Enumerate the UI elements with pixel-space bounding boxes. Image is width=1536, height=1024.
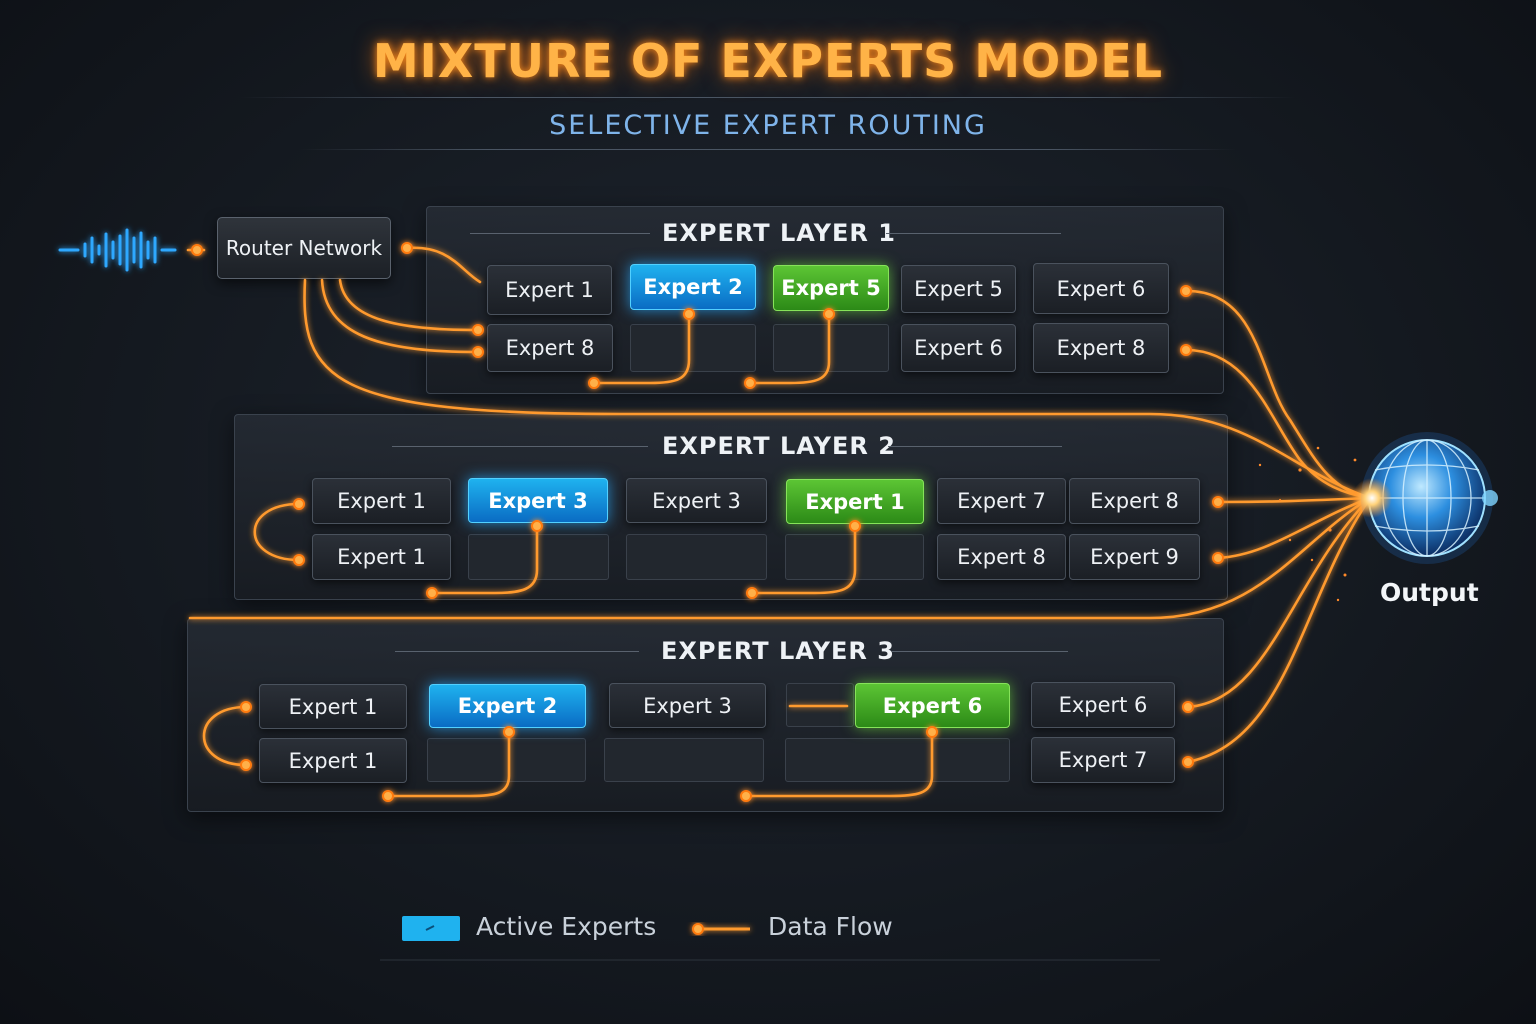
- layer-1-expert[interactable]: Expert 5: [901, 265, 1016, 313]
- page-title: MIXTURE OF EXPERTS MODEL: [372, 34, 1164, 88]
- layer-2-expert[interactable]: Expert 9: [1069, 534, 1200, 580]
- legend-active-label: Active Experts: [476, 912, 657, 941]
- layer-1-expert[interactable]: Expert 1: [487, 265, 612, 315]
- router-network-node[interactable]: Router Network: [217, 217, 391, 279]
- layer-3-expert[interactable]: Expert 7: [1031, 737, 1175, 783]
- layer-2-expert[interactable]: Expert 8: [937, 534, 1066, 580]
- layer-1-title-rule-right: [886, 233, 1061, 234]
- layer-3-expert[interactable]: Expert 1: [259, 738, 407, 783]
- layer-2-expert[interactable]: Expert 1: [312, 534, 451, 580]
- empty-slot: [427, 738, 586, 782]
- layer-1-expert[interactable]: Expert 8: [487, 324, 613, 372]
- layer-1-active-expert[interactable]: Expert 5: [773, 265, 889, 311]
- layer-1-expert[interactable]: Expert 6: [1033, 263, 1169, 314]
- empty-slot: [773, 324, 889, 372]
- layer-2-title: EXPERT LAYER 2: [662, 432, 896, 460]
- layer-2-expert[interactable]: Expert 7: [937, 478, 1066, 524]
- layer-1-active-expert[interactable]: Expert 2: [630, 264, 756, 310]
- page-subtitle: SELECTIVE EXPERT ROUTING: [549, 110, 987, 141]
- subtitle-divider: [300, 149, 1236, 150]
- empty-slot: [626, 534, 767, 580]
- layer-3-expert[interactable]: Expert 3: [609, 683, 766, 728]
- connection-nodes: [191, 242, 1224, 802]
- layer-2-expert[interactable]: Expert 8: [1069, 478, 1200, 524]
- layer-3-title-rule-right: [892, 651, 1068, 652]
- layer-1-title-rule-left: [470, 233, 650, 234]
- input-signal-icon: [58, 228, 177, 272]
- output-globe-icon: [1352, 432, 1498, 564]
- layer-3-active-expert[interactable]: Expert 6: [855, 683, 1010, 728]
- layer-3-expert[interactable]: Expert 6: [1031, 682, 1175, 728]
- layer-2-expert[interactable]: Expert 1: [312, 478, 451, 524]
- layer-2-title-rule-left: [392, 446, 648, 447]
- empty-slot: [604, 738, 764, 782]
- empty-slot: [785, 738, 1010, 782]
- layer-3-expert[interactable]: Expert 1: [259, 684, 407, 729]
- layer-1-title: EXPERT LAYER 1: [662, 219, 896, 247]
- layer-2-title-rule-right: [888, 446, 1062, 447]
- empty-slot: [468, 534, 609, 580]
- title-divider: [240, 97, 1296, 98]
- layer-3-title-rule-left: [395, 651, 639, 652]
- layer-1-expert[interactable]: Expert 8: [1033, 323, 1169, 373]
- router-network-label: Router Network: [225, 236, 383, 260]
- legend-flow-swatch: [692, 923, 750, 935]
- layer-2-active-expert[interactable]: Expert 1: [786, 479, 924, 524]
- layer-3-title: EXPERT LAYER 3: [661, 637, 895, 665]
- layer-2-active-expert[interactable]: Expert 3: [468, 478, 608, 523]
- legend-flow-label: Data Flow: [768, 912, 893, 941]
- spark-particles: [1258, 446, 1357, 602]
- empty-slot: [630, 324, 756, 372]
- output-label: Output: [1380, 578, 1479, 607]
- layer-1-expert[interactable]: Expert 6: [901, 324, 1016, 372]
- layer-2-expert[interactable]: Expert 3: [626, 478, 767, 523]
